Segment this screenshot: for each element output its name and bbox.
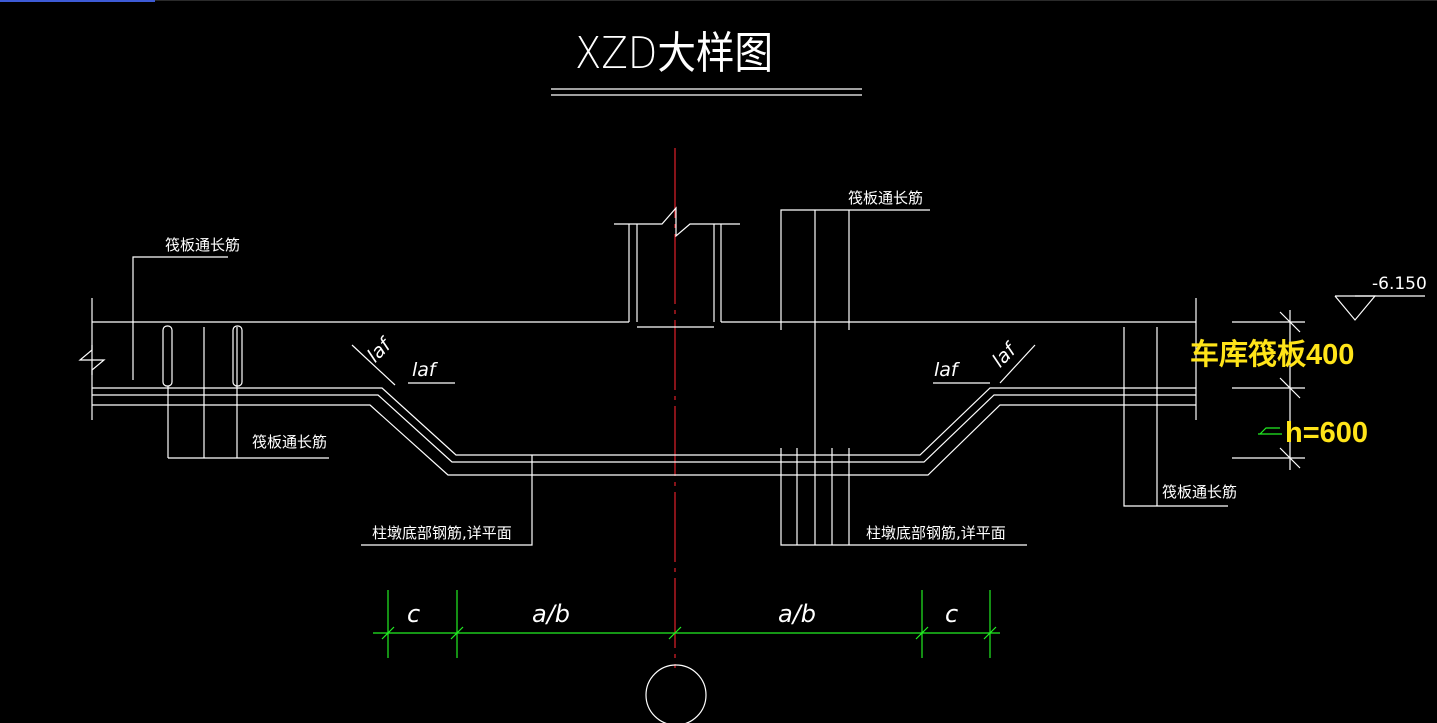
anchor-label-left-slanted: laf bbox=[363, 332, 398, 367]
rebar-note-top-left: 筏板通长筋 bbox=[165, 236, 240, 254]
window-accent-bar bbox=[0, 0, 155, 2]
dimension-ab-right: a/b bbox=[778, 600, 816, 628]
pedestal-rebar-note-right: 柱墩底部钢筋,详平面 bbox=[866, 524, 1006, 542]
elevation-label: -6.150 bbox=[1372, 274, 1427, 294]
column-stub bbox=[614, 206, 740, 328]
dimension-c-left: c bbox=[407, 600, 420, 628]
window-top-border bbox=[155, 0, 1437, 1]
axis-bubble bbox=[645, 664, 707, 723]
dimension-line bbox=[373, 590, 1000, 658]
anchor-label-right: laf bbox=[934, 359, 961, 381]
anchor-label-left: laf bbox=[412, 359, 439, 381]
raft-thickness-label: 车库筏板400 bbox=[1190, 337, 1354, 371]
rebar-note-mid-left: 筏板通长筋 bbox=[252, 433, 327, 451]
pedestal-rebar-note-left: 柱墩底部钢筋,详平面 bbox=[372, 524, 512, 542]
drawing-title: XZD大样图 bbox=[575, 28, 773, 79]
right-dimension-ticks bbox=[1232, 310, 1305, 470]
dimension-ab-left: a/b bbox=[532, 600, 570, 628]
raft-slab-outline bbox=[78, 298, 1197, 476]
dimension-c-right: c bbox=[945, 600, 958, 628]
pedestal-height-label: h=600 bbox=[1285, 417, 1368, 449]
rebar-note-right: 筏板通长筋 bbox=[1162, 483, 1237, 501]
elevation-marker bbox=[1334, 295, 1425, 321]
rebar-note-top-center: 筏板通长筋 bbox=[848, 189, 923, 207]
left-stirrups bbox=[162, 325, 329, 459]
thickness-marker bbox=[1258, 427, 1282, 435]
leader-lines bbox=[132, 209, 1228, 546]
anchor-label-right-slanted: laf bbox=[988, 337, 1023, 372]
